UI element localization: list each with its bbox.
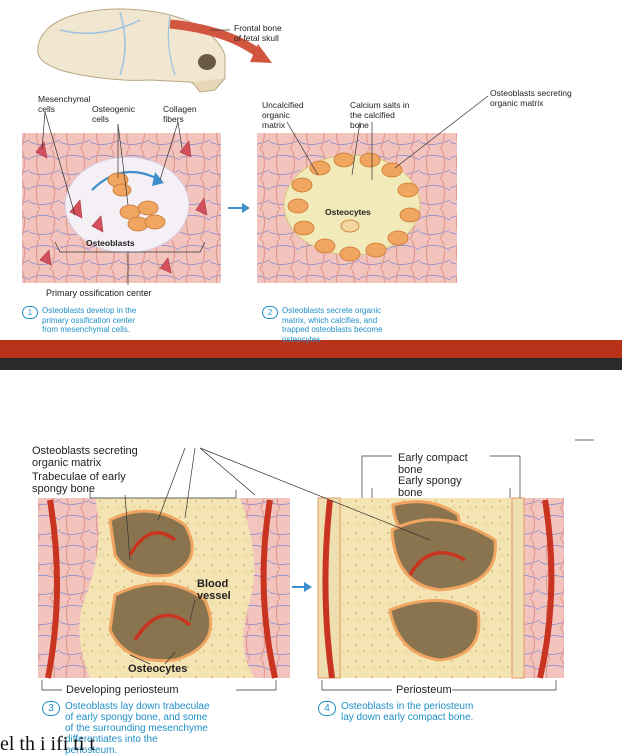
fetal-skull-icon <box>38 9 225 92</box>
step-caption-4: Osteoblasts in the periosteum lay down e… <box>341 701 473 723</box>
label-osteocytes-bottom: Osteocytes <box>128 663 187 675</box>
label-periosteum: Periosteum <box>396 684 452 696</box>
label-trabeculae: Trabeculae of early spongy bone <box>32 471 126 495</box>
label-mesenchymal-cells: Mesenchymal cells <box>38 94 90 114</box>
divider-dark <box>0 358 622 370</box>
step-number-1: 1 <box>22 306 38 319</box>
label-primary-center: Primary ossification center <box>46 288 152 298</box>
label-osteoblasts-secreting-bottom: Osteoblasts secreting organic matrix <box>32 445 138 469</box>
label-osteocytes-top: Osteocytes <box>325 207 371 217</box>
label-developing-periosteum: Developing periosteum <box>66 684 179 696</box>
label-early-compact-bone: Early compact bone <box>398 452 468 476</box>
label-early-spongy-bone: Early spongy bone <box>398 475 462 499</box>
step-caption-2: Osteoblasts secrete organic matrix, whic… <box>282 306 383 344</box>
step-number-3: 3 <box>42 701 60 716</box>
label-calcium-salts: Calcium salts in the calcified bone <box>350 100 410 130</box>
step-caption-1: Osteoblasts develop in the primary ossif… <box>42 306 136 335</box>
blue-arrow-icon <box>292 582 312 592</box>
step-number-2: 2 <box>262 306 278 319</box>
tissue-panel-1 <box>22 133 221 283</box>
label-blood-vessel: Blood vessel <box>197 578 231 602</box>
label-uncalcified-matrix: Uncalcified organic matrix <box>262 100 304 130</box>
label-collagen-fibers: Collagen fibers <box>163 104 197 124</box>
label-frontal-bone: Frontal bone of fetal skull <box>234 23 282 43</box>
bone-panel-3 <box>38 498 290 678</box>
step-number-4: 4 <box>318 701 336 716</box>
label-osteoblasts-secreting-top: Osteoblasts secreting organic matrix <box>490 88 572 108</box>
bone-panel-4 <box>318 498 564 678</box>
blue-arrow-icon <box>228 203 250 213</box>
label-osteogenic-cells: Osteogenic cells <box>92 104 135 124</box>
label-osteoblasts: Osteoblasts <box>86 238 135 248</box>
clipped-slide-text: el th i ifi ti t <box>0 733 622 755</box>
